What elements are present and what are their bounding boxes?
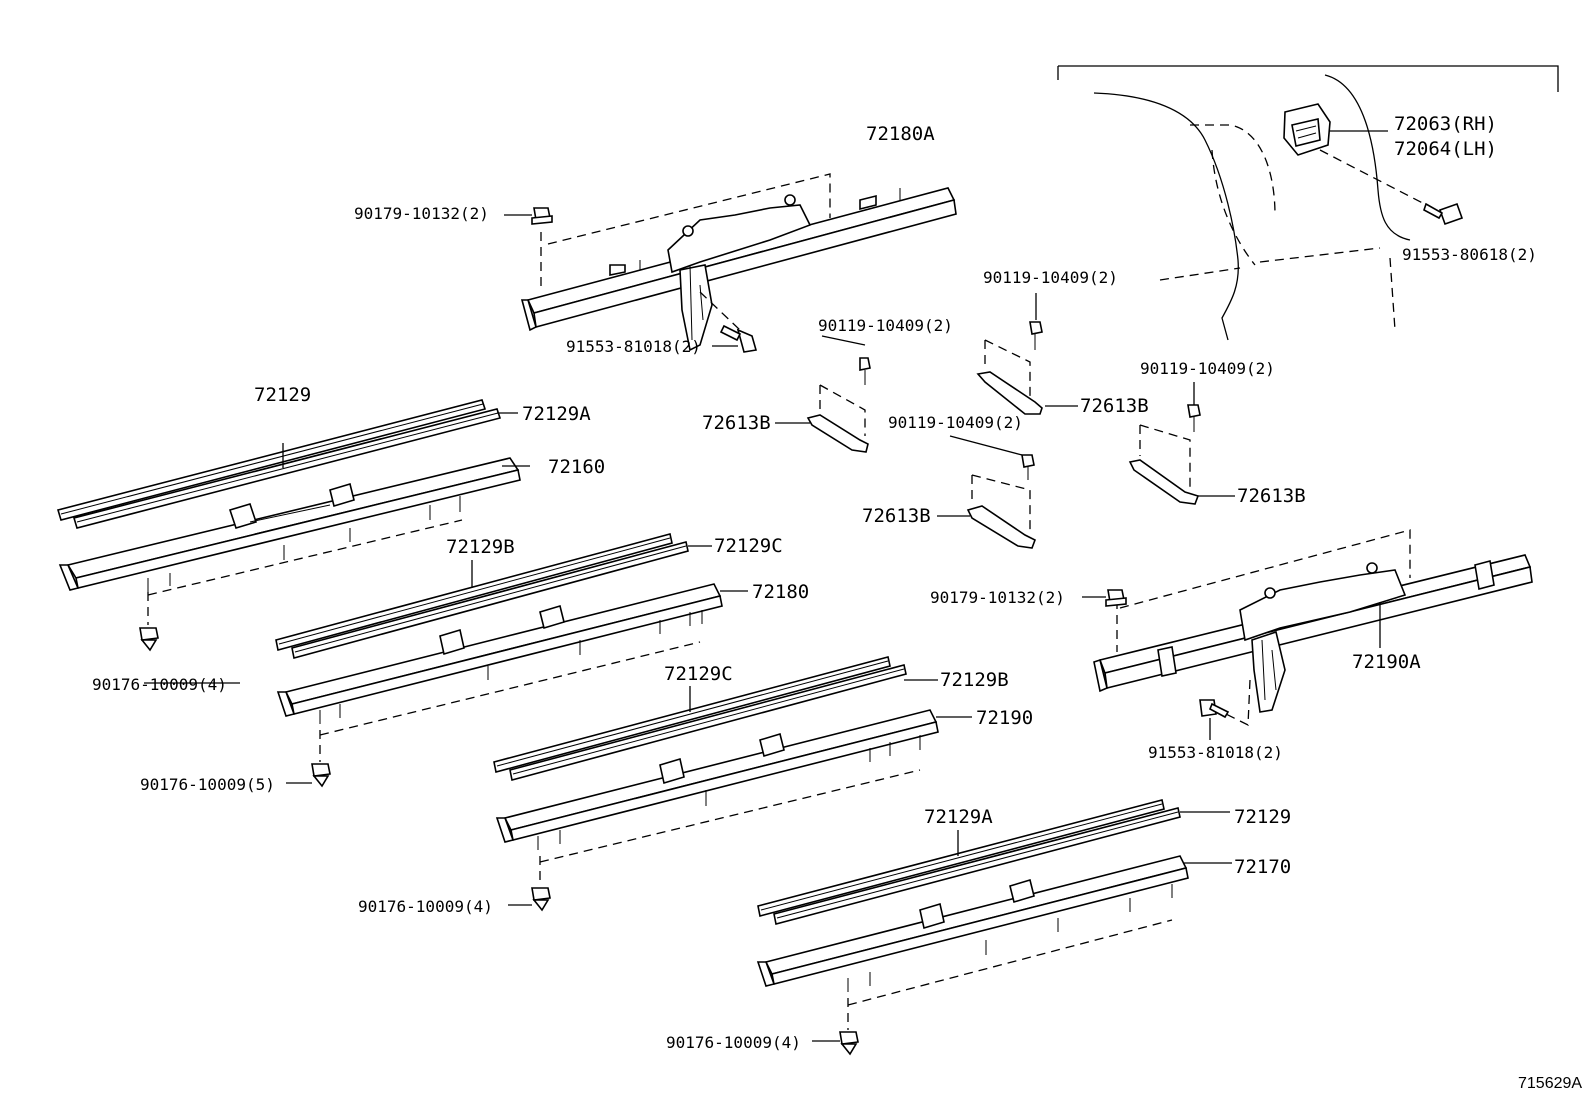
label-72129A-top: 72129A	[522, 403, 591, 425]
bolt-91553-80618-part	[1423, 202, 1464, 226]
bolt-91553-81018-right-part	[1199, 699, 1230, 719]
bolt-91553-81018-top-part	[719, 324, 758, 353]
label-90119-c: 90119-10409(2)	[1140, 359, 1275, 378]
label-91553-right: 91553-81018(2)	[1148, 743, 1283, 762]
label-72129C-mid: 72129C	[664, 663, 733, 685]
label-72129A-bot: 72129A	[924, 806, 993, 828]
label-72180: 72180	[752, 581, 809, 603]
diagram-id: 715629A	[1518, 1075, 1582, 1092]
label-72613B-c: 72613B	[862, 505, 931, 527]
label-90176-4a: 90176-10009(4)	[92, 675, 227, 694]
rail-set-72160-part	[56, 399, 521, 592]
label-72129C-top: 72129C	[714, 535, 783, 557]
rail-set-72180-part	[275, 533, 723, 724]
bracket-72063-part	[1283, 103, 1331, 156]
label-72180A: 72180A	[866, 123, 935, 145]
label-72613B-b: 72613B	[1080, 395, 1149, 417]
label-90176-5: 90176-10009(5)	[140, 775, 275, 794]
rail-72180A-part	[520, 187, 957, 352]
label-90119-d: 90119-10409(2)	[888, 413, 1023, 432]
label-72170: 72170	[1234, 856, 1291, 878]
label-90176-4c: 90176-10009(4)	[666, 1033, 801, 1052]
label-90179-right: 90179-10132(2)	[930, 588, 1065, 607]
rail-72190A-part	[1093, 554, 1533, 713]
clip-90176-d-part	[839, 1031, 859, 1056]
label-72064: 72064(LH)	[1394, 138, 1497, 160]
label-72129B-mid: 72129B	[940, 669, 1009, 691]
clip-90176-c-part	[531, 887, 551, 912]
strap-72613B-a-part	[806, 357, 871, 453]
label-90119-a: 90119-10409(2)	[983, 268, 1118, 287]
label-72190: 72190	[976, 707, 1033, 729]
nut-90179-top-part	[531, 207, 553, 225]
label-72063: 72063(RH)	[1394, 113, 1497, 135]
rail-set-72170-part	[756, 799, 1189, 992]
label-72613B-d: 72613B	[1237, 485, 1306, 507]
strap-72613B-b-part	[976, 321, 1043, 415]
label-72190A: 72190A	[1352, 651, 1421, 673]
nut-90179-right-part	[1105, 589, 1127, 607]
strap-72613B-c-part	[966, 454, 1037, 549]
clip-90176-a-part	[139, 627, 159, 652]
body-panel-illustration	[1057, 65, 1559, 341]
label-90176-4b: 90176-10009(4)	[358, 897, 493, 916]
label-72129-bot: 72129	[1234, 806, 1291, 828]
rail-set-72190-part	[493, 656, 939, 850]
label-72613B-a: 72613B	[702, 412, 771, 434]
label-72160: 72160	[548, 456, 605, 478]
clip-90176-b-part	[311, 763, 331, 788]
label-72129-top: 72129	[254, 384, 311, 406]
label-91553-top: 91553-81018(2)	[566, 337, 701, 356]
label-72129B-top: 72129B	[446, 536, 515, 558]
label-91553-80618: 91553-80618(2)	[1402, 245, 1537, 264]
label-90119-b: 90119-10409(2)	[818, 316, 953, 335]
strap-72613B-d-part	[1128, 404, 1201, 505]
label-90179-top: 90179-10132(2)	[354, 204, 489, 223]
